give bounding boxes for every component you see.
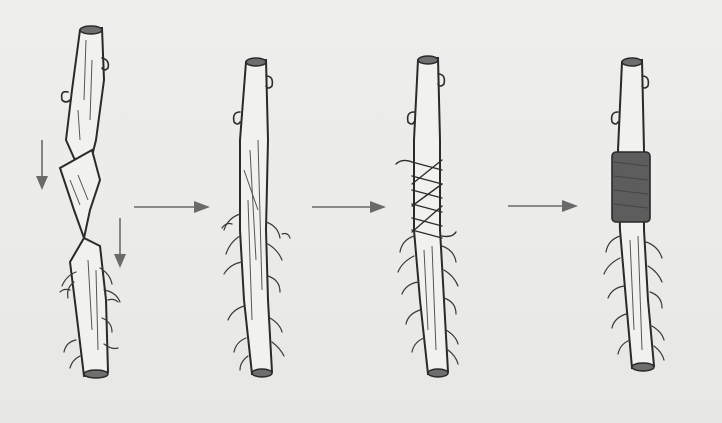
- stage-4-wrapped-stem: [604, 58, 664, 371]
- transition-arrow-3: [508, 200, 578, 212]
- stage-3-tied-stem: [396, 56, 458, 377]
- stage-1-split-stem: [60, 26, 120, 378]
- direction-arrow-down-right: [114, 218, 126, 268]
- direction-arrow-down-left: [36, 140, 48, 190]
- stage-2-rejoined-stem: [222, 58, 290, 377]
- transition-arrow-1: [134, 201, 210, 213]
- transition-arrow-2: [312, 201, 386, 213]
